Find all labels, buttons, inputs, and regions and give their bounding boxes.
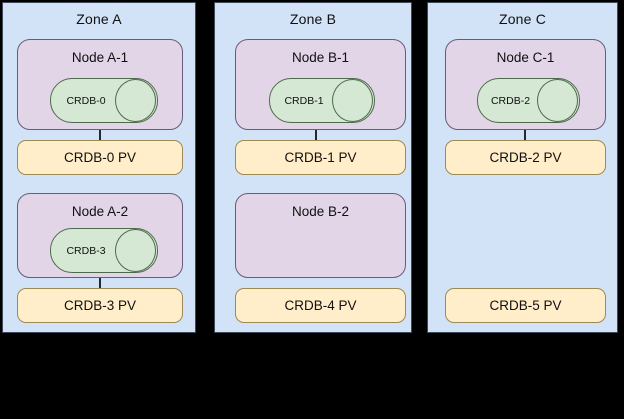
node-box-b-2[interactable]: Node B-2 — [235, 193, 406, 278]
node-label-a-1: Node A-1 — [71, 50, 129, 65]
zone-panel-c[interactable]: Zone C Node C-1 CRDB-2 CRDB-2 PV CRDB-5 … — [427, 2, 618, 333]
pv-box-crdb-2[interactable]: CRDB-2 PV — [445, 140, 606, 175]
database-label-crdb-3: CRDB-3 — [66, 244, 106, 257]
database-cylinder-crdb-2[interactable]: CRDB-2 — [477, 78, 580, 123]
node-label-b-1: Node B-1 — [291, 50, 350, 65]
cylinder-cap-icon — [115, 79, 156, 122]
connector-c-1 — [524, 130, 526, 140]
database-cylinder-crdb-0[interactable]: CRDB-0 — [50, 78, 158, 123]
database-cylinder-crdb-3[interactable]: CRDB-3 — [50, 228, 158, 273]
database-cylinder-crdb-1[interactable]: CRDB-1 — [269, 78, 375, 123]
zone-title-c: Zone C — [498, 11, 547, 27]
connector-a-1 — [99, 130, 101, 140]
node-label-a-2: Node A-2 — [71, 204, 129, 219]
connector-b-1 — [315, 130, 317, 140]
zone-title-a: Zone A — [76, 11, 122, 27]
cylinder-cap-icon — [332, 79, 373, 122]
node-box-b-1[interactable]: Node B-1 CRDB-1 — [235, 39, 406, 130]
pv-box-crdb-5[interactable]: CRDB-5 PV — [445, 288, 606, 323]
pv-box-crdb-4[interactable]: CRDB-4 PV — [235, 288, 406, 323]
node-box-a-1[interactable]: Node A-1 CRDB-0 — [17, 39, 183, 130]
database-label-crdb-1: CRDB-1 — [284, 94, 324, 107]
database-label-crdb-2: CRDB-2 — [490, 94, 531, 107]
node-label-b-2: Node B-2 — [291, 204, 350, 219]
zone-panel-a[interactable]: Zone A Node A-1 CRDB-0 CRDB-0 PV Node A-… — [2, 2, 196, 333]
node-box-a-2[interactable]: Node A-2 CRDB-3 — [17, 193, 183, 278]
cylinder-cap-icon — [537, 79, 578, 122]
pv-box-crdb-3[interactable]: CRDB-3 PV — [17, 288, 183, 323]
node-label-c-1: Node C-1 — [496, 50, 555, 65]
pv-box-crdb-1[interactable]: CRDB-1 PV — [235, 140, 406, 175]
zone-title-b: Zone B — [289, 11, 337, 27]
connector-a-2 — [99, 278, 101, 288]
node-box-c-1[interactable]: Node C-1 CRDB-2 — [445, 39, 606, 130]
database-label-crdb-0: CRDB-0 — [66, 94, 106, 107]
zone-panel-b[interactable]: Zone B Node B-1 CRDB-1 CRDB-1 PV Node B-… — [214, 2, 412, 333]
pv-box-crdb-0[interactable]: CRDB-0 PV — [17, 140, 183, 175]
cylinder-cap-icon — [115, 229, 156, 272]
